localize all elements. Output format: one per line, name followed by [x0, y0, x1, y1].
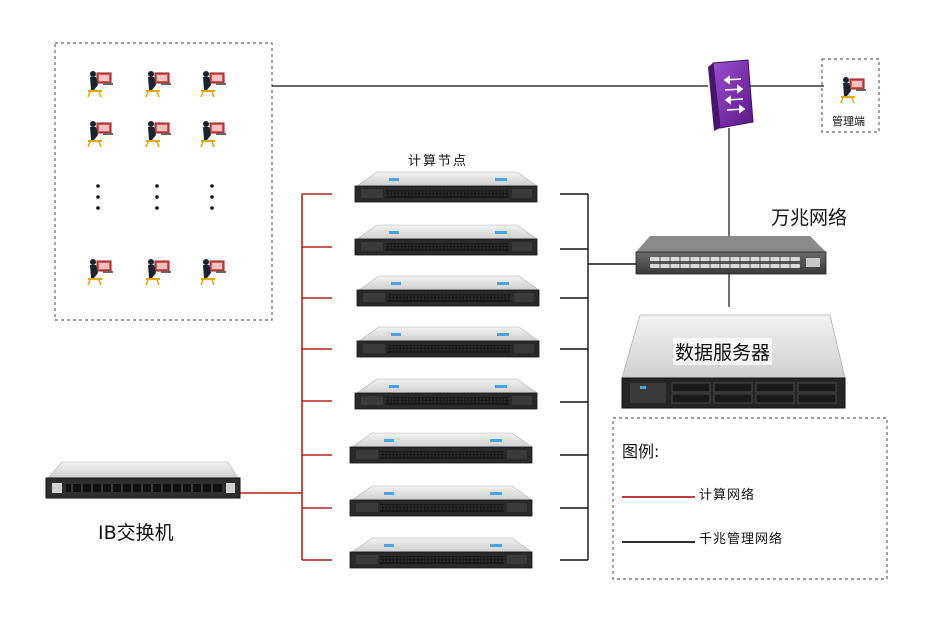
compute-network-lines: [240, 193, 332, 561]
legend-title: 图例:: [622, 442, 660, 461]
management-box: [821, 58, 880, 133]
compute-nodes-label: 计算节点: [408, 154, 469, 169]
user-icon: [87, 258, 114, 286]
compute-node: [354, 171, 538, 203]
management-label: 管理端: [832, 115, 865, 128]
ib-switch-icon: [45, 461, 241, 499]
compute-node: [349, 432, 533, 464]
legend-box: [612, 417, 888, 580]
firewall-icon: [708, 59, 754, 131]
user-icon: [200, 258, 227, 286]
data-server-label: 数据服务器: [673, 338, 773, 365]
user-icon: [87, 70, 114, 98]
ellipsis-dots: [96, 184, 214, 210]
legend-item-management: 千兆管理网络: [699, 532, 784, 547]
user-group-box: [54, 42, 273, 321]
management-user-icon: [840, 76, 867, 104]
ten-gigabit-network-label: 万兆网络: [771, 207, 848, 229]
user-icon: [200, 70, 227, 98]
ten-gigabit-switch-icon: [635, 236, 827, 275]
user-icon: [200, 120, 227, 148]
compute-node: [349, 485, 533, 517]
compute-node: [354, 378, 538, 410]
user-icon: [145, 70, 172, 98]
compute-node: [356, 275, 540, 307]
management-network-lines: [560, 193, 636, 561]
user-icon: [87, 120, 114, 148]
user-icon: [145, 120, 172, 148]
user-icon: [145, 258, 172, 286]
compute-node: [354, 224, 538, 256]
compute-node: [349, 537, 533, 569]
legend-item-compute: 计算网络: [699, 488, 756, 503]
ib-switch-label: IB交换机: [98, 522, 174, 544]
compute-node: [356, 326, 540, 358]
